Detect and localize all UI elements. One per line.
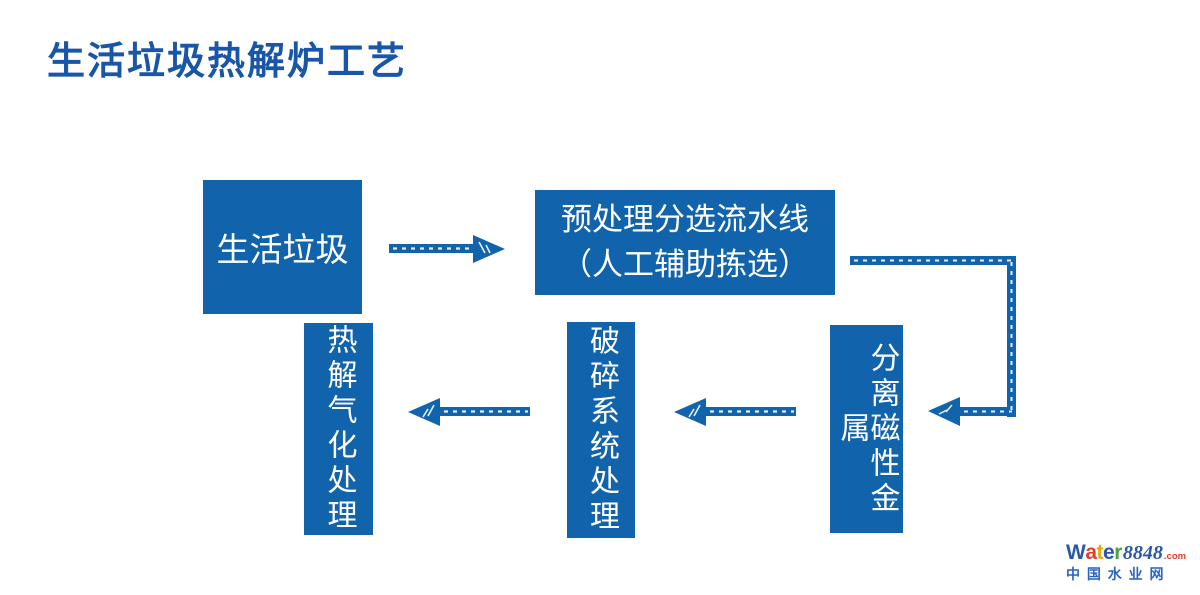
- logo-letter: a: [1085, 541, 1097, 564]
- node-pyrolysis-gasification-label: 热解气化处理: [322, 324, 356, 534]
- logo-tld: .com: [1163, 551, 1187, 562]
- logo-letter: r: [1114, 541, 1122, 564]
- node-pretreatment-line: 预处理分选流水线 （人工辅助拣选）: [535, 190, 835, 295]
- logo-letter: W: [1066, 541, 1086, 564]
- connector-elbow-pretreatment-to-magnetic-icon: [850, 256, 1016, 426]
- page-title: 生活垃圾热解炉工艺: [47, 41, 408, 83]
- logo-letter: e: [1103, 541, 1115, 564]
- node-magnetic-separation: 分离磁性金属: [830, 325, 903, 533]
- logo-letter: t: [1096, 541, 1104, 564]
- node-domestic-waste: 生活垃圾: [203, 180, 362, 314]
- logo-subtitle: 中 国 水 业 网: [1066, 566, 1166, 582]
- node-crushing-system-label: 破碎系统处理: [585, 325, 618, 535]
- water8848-logo: W a t e r 8848 .com 中 国 水 业 网: [1066, 542, 1192, 581]
- arrow-right-waste-to-pretreatment-icon: [389, 235, 505, 263]
- water8848-wordmark: W a t e r 8848 .com: [1066, 542, 1192, 563]
- node-pyrolysis-gasification: 热解气化处理: [304, 323, 373, 535]
- arrow-left-crushing-to-pyrolysis-icon: [408, 398, 530, 426]
- node-magnetic-separation-label: 分离磁性金属: [835, 341, 899, 517]
- logo-number: 8848: [1122, 542, 1163, 564]
- node-pretreatment-line-label: 预处理分选流水线 （人工辅助拣选）: [561, 202, 809, 282]
- node-crushing-system: 破碎系统处理: [567, 322, 635, 538]
- node-domestic-waste-label: 生活垃圾: [216, 231, 349, 268]
- arrow-left-magnetic-to-crushing-icon: [674, 398, 796, 426]
